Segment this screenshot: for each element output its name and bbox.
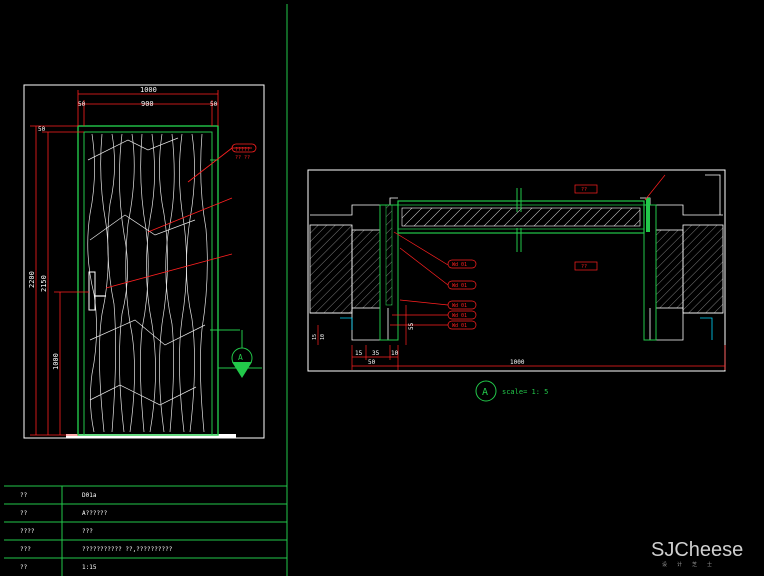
floor-line [66, 434, 236, 438]
dim-section-50: 50 [368, 359, 376, 366]
title-key-5: ?? [20, 564, 28, 571]
dim-left-trim: 50 [78, 101, 86, 108]
dim-inner-width: 900 [141, 100, 154, 108]
dim-handle-height: 1000 [52, 353, 60, 370]
dim-height-leaf: 2150 [40, 275, 48, 292]
scale-label: scale= 1: 5 [502, 388, 548, 396]
section-callout-5: Wd 01 [452, 323, 467, 329]
title-block: ?? D01a ?? A?????? ???? ??? ??? ????????… [20, 492, 173, 571]
title-key-2: ?? [20, 510, 28, 517]
dim-section-35: 35 [372, 350, 380, 357]
watermark-subtitle: 设计芝士 [662, 562, 723, 568]
dim-section-1000: 1000 [510, 359, 525, 366]
detail-tag-circle [475, 380, 497, 402]
elevation-leaders [105, 147, 252, 289]
section-tag-top: ?? [581, 187, 587, 193]
section-callout-boxes [447, 184, 598, 330]
section-callout-2: Wd 01 [452, 283, 467, 289]
elevation-left-dimensions [30, 125, 89, 436]
title-key-3: ???? [20, 528, 35, 535]
dim-section-15: 15 [355, 350, 363, 357]
dim-section-left-15: 15 [312, 334, 318, 340]
title-value-4: ??????????? ??,?????????? [82, 546, 173, 553]
door-handle [88, 271, 96, 311]
elevation-callout-label: ????? [235, 147, 250, 153]
section-bottom-dimensions [317, 305, 726, 370]
door-frame-inner [83, 131, 213, 436]
dim-right-trim: 50 [210, 101, 218, 108]
section-callout-1: Wd 01 [452, 262, 467, 268]
wall-left [309, 224, 353, 314]
title-value-3: ??? [82, 528, 93, 535]
door-section-detail: Wd 01 Wd 01 Wd 01 Wd 01 Wd 01 ?? ?? 15 3… [307, 169, 726, 402]
detail-tag-letter: A [482, 387, 488, 398]
section-callout-3: Wd 01 [452, 303, 467, 309]
section-viewport-frame [307, 169, 726, 372]
watermark-brand: SJCheese [651, 539, 744, 561]
section-callout-4: Wd 01 [452, 313, 467, 319]
title-value-5: 1:15 [82, 564, 97, 571]
dim-overall-width: 1000 [140, 86, 157, 94]
elevation-callout-sub: ?? ?? [235, 155, 250, 161]
title-value-1: D01a [82, 492, 97, 499]
sheet-frame [4, 4, 288, 576]
wall-right [682, 224, 724, 314]
door-leaf-grain [87, 133, 208, 433]
title-value-2: A?????? [82, 510, 108, 517]
section-marker [218, 330, 262, 378]
dim-section-10: 10 [391, 350, 399, 357]
dim-section-left-10: 10 [320, 334, 326, 340]
dim-top-trim: 50 [38, 126, 46, 133]
dim-section-left-55: 55 [408, 322, 415, 330]
door-elevation: 1000 900 50 50 50 2200 2150 1000 ????? ?… [23, 84, 265, 439]
section-marker-tag: A [238, 353, 243, 362]
title-key-4: ??? [20, 546, 31, 553]
section-leaders [390, 174, 666, 326]
dim-height-total: 2200 [28, 271, 36, 288]
title-key-1: ?? [20, 492, 28, 499]
elevation-callout-box [231, 143, 257, 153]
elevation-top-dimensions [77, 90, 219, 126]
section-tag-middle: ?? [581, 264, 587, 270]
